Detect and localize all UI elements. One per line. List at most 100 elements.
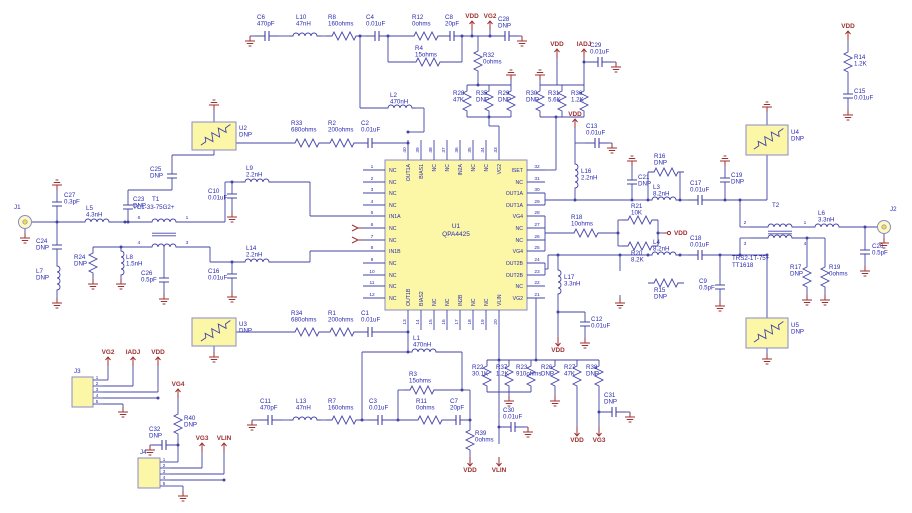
capacitor-symbol (374, 31, 380, 41)
ground-symbol (802, 295, 812, 306)
ground-symbol (116, 279, 126, 290)
component-value-label: 470nH (390, 99, 408, 106)
connector-J2: J2 (877, 206, 897, 234)
component-ref-label: R27 (564, 364, 576, 371)
net-label-VDD: VDD (841, 23, 855, 40)
component-ref-label: L3 (653, 184, 660, 191)
component-value-label: 0.5pF (699, 285, 715, 292)
net-name: IADJ (126, 349, 141, 356)
component-ref-label: C23 (133, 196, 145, 203)
resistor-symbol (172, 408, 184, 440)
resistor-symbol (404, 384, 440, 396)
component-value-label: 0.01uF (208, 275, 227, 282)
net-name: VDD (551, 347, 565, 354)
component-ref-label: R20 (631, 250, 643, 257)
resistor-symbol (549, 360, 561, 392)
junction-dot (718, 253, 722, 257)
component-value-label: 3.3nH (564, 281, 581, 288)
junction-dot (476, 83, 480, 87)
capacitor-symbol (510, 422, 516, 432)
ground-symbol (20, 233, 30, 244)
component-ref-label: R14 (854, 54, 866, 61)
capacitor-symbol (697, 250, 703, 260)
pin-name: NC (516, 180, 524, 186)
junction-dot (488, 34, 492, 38)
component-ref-label: L14 (246, 245, 257, 252)
capacitor-symbol (161, 440, 167, 450)
capacitor-symbol (715, 284, 725, 290)
pin-name: IN2A (458, 163, 464, 175)
pin-name: NC (389, 296, 397, 302)
ic-part-label: QPA4425 (442, 231, 470, 238)
component-ref-label: R28 (453, 90, 465, 97)
pin-number: 7 (371, 234, 374, 240)
ground-symbol (178, 491, 188, 502)
component-ref-label: C26 (141, 270, 153, 277)
pin-number: 5 (371, 210, 374, 216)
resistor-symbol (326, 30, 362, 42)
component-value-label: 0.01uF (369, 405, 388, 412)
winding (144, 243, 184, 248)
component-value-label: DNP (731, 179, 744, 186)
component-value-label: DNP (526, 97, 539, 104)
pin-name: OUT1A (506, 203, 524, 209)
net-label-VG2: VG2 (102, 349, 115, 366)
component-ref-label: R23 (516, 364, 528, 371)
pin-name: NC (389, 191, 397, 197)
pin-name: NC (389, 273, 397, 279)
component-ref-label: C17 (690, 180, 702, 187)
capacitor-symbol (52, 201, 62, 207)
junction-dot (616, 231, 620, 235)
net-label-VLIN: VLIN (492, 457, 507, 474)
component-ref-label: C32 (149, 426, 161, 433)
component-value-label: 0ohms (412, 21, 431, 28)
component-ref-label: R35 (476, 90, 488, 97)
component-ref-label: R38 (586, 364, 598, 371)
component-ref-label: C2 (361, 120, 369, 127)
component-ref-label: C4 (366, 14, 374, 21)
net-name: VDD (570, 437, 584, 444)
component-ref-label: L16 (581, 168, 592, 175)
pin-number: 21 (534, 292, 540, 298)
component-value-label: 680ohms (291, 127, 316, 134)
resistor-symbol (622, 240, 658, 252)
pin-name: BIAS2 (419, 291, 425, 306)
capacitor-symbol (227, 273, 237, 279)
pin-number: 35 (467, 147, 473, 153)
pin-number: 8 (371, 245, 374, 251)
junction-dot (556, 253, 560, 257)
ground-symbol (227, 292, 237, 303)
capacitor-symbol (449, 31, 455, 41)
component-value-label: DNP (184, 422, 197, 429)
module-body (191, 121, 237, 151)
pin-number: 1 (163, 457, 166, 462)
transformer-part-label: TC1-33-75G2+ (133, 204, 175, 211)
component-ref-label: R11 (416, 398, 427, 405)
capacitor-symbol (504, 31, 510, 41)
pin-name: NC (445, 298, 451, 306)
ground-symbol (88, 279, 98, 290)
component-value-label: 10ohms (571, 221, 593, 228)
component-value-label: DNP (36, 245, 49, 252)
ground-symbol (145, 445, 155, 456)
net-name: VLIN (217, 435, 232, 442)
pin-name: NC (389, 238, 397, 244)
